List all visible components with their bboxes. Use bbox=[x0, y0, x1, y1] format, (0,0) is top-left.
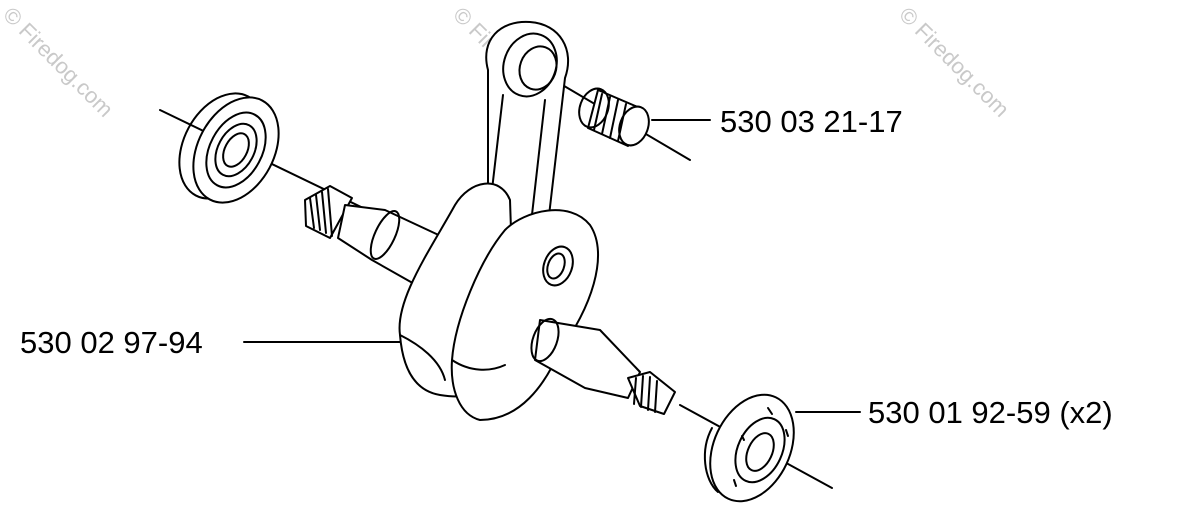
part-number-crankshaft: 530 02 97-94 bbox=[20, 325, 203, 360]
oil-seal-right bbox=[703, 393, 795, 503]
part-number-needle-bearing: 530 03 21-17 bbox=[720, 104, 903, 139]
crank-web-right bbox=[450, 209, 599, 421]
ball-bearing-left bbox=[178, 92, 280, 204]
part-number-oil-seal: 530 01 92-59 (x2) bbox=[868, 395, 1113, 430]
shaft-right bbox=[530, 317, 676, 415]
needle-bearing bbox=[578, 87, 650, 147]
